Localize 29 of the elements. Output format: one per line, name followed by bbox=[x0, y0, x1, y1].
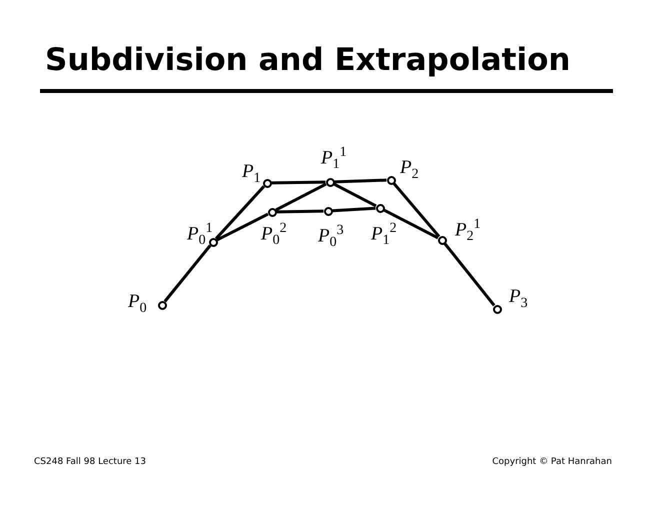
point-label: P$_{0}$ bbox=[128, 292, 147, 316]
control-polygon-segment bbox=[392, 182, 440, 238]
footer-text: CS248 Fall 98 Lecture 13 bbox=[34, 457, 146, 467]
control-point bbox=[492, 304, 502, 314]
control-polygon-segment bbox=[333, 182, 377, 208]
control-point bbox=[386, 176, 396, 184]
slide-title: Subdivision and Extrapolation bbox=[45, 42, 570, 78]
control-polygon-segment bbox=[271, 180, 326, 184]
footer-text: Copyright © Pat Hanrahan bbox=[492, 457, 612, 467]
control-point bbox=[268, 208, 276, 216]
point-label: P$_{3}$ bbox=[509, 287, 528, 311]
control-polygon-segment bbox=[444, 242, 496, 306]
point-label: P$_{2}$ bbox=[400, 158, 419, 182]
control-polygon-segment bbox=[216, 212, 269, 242]
control-point bbox=[208, 238, 218, 246]
control-polygon-segment bbox=[164, 244, 212, 302]
control-polygon-segment bbox=[276, 210, 324, 214]
control-point bbox=[326, 178, 334, 186]
control-polygon-segment bbox=[214, 185, 266, 240]
control-point bbox=[438, 236, 446, 244]
control-point bbox=[158, 300, 166, 310]
control-polygon-segment bbox=[334, 178, 387, 184]
control-polygon-segment bbox=[332, 206, 376, 212]
control-polygon-segment bbox=[275, 182, 327, 212]
control-point bbox=[376, 204, 384, 212]
control-polygon-segment bbox=[383, 208, 439, 240]
control-point bbox=[324, 206, 332, 216]
control-point bbox=[262, 178, 272, 188]
point-label: P$_{1}$ bbox=[242, 162, 261, 186]
